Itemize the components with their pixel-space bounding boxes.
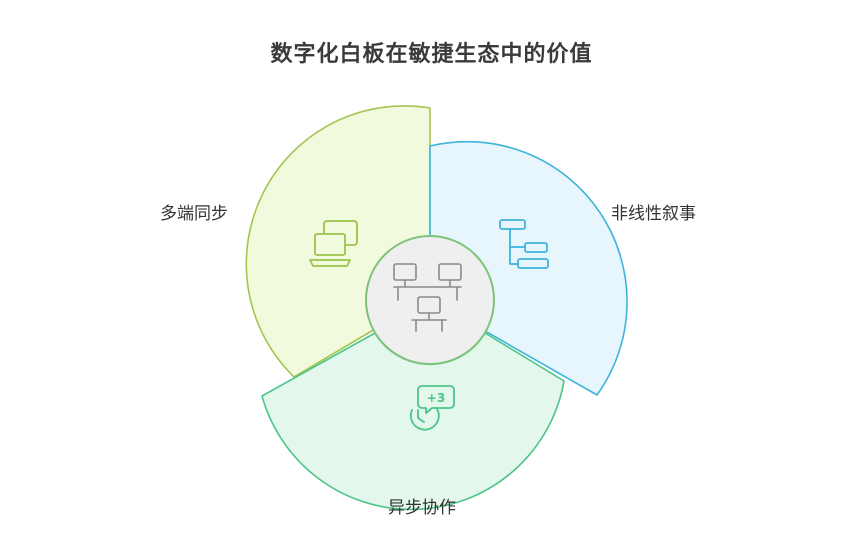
label-async-collaboration: 异步协作 [388, 498, 456, 518]
label-multi-device-sync: 多端同步 [160, 204, 228, 224]
laptop-devices-icon [309, 220, 358, 267]
connected-monitors-icon [393, 263, 462, 332]
flowchart-icon [499, 219, 549, 269]
label-nonlinear-narrative: 非线性叙事 [611, 204, 696, 224]
center-hub [365, 235, 495, 365]
clock-chat-icon [409, 385, 455, 431]
notification-badge-text: +3 [427, 391, 445, 405]
diagram-title: 数字化白板在敏捷生态中的价值 [270, 42, 593, 67]
